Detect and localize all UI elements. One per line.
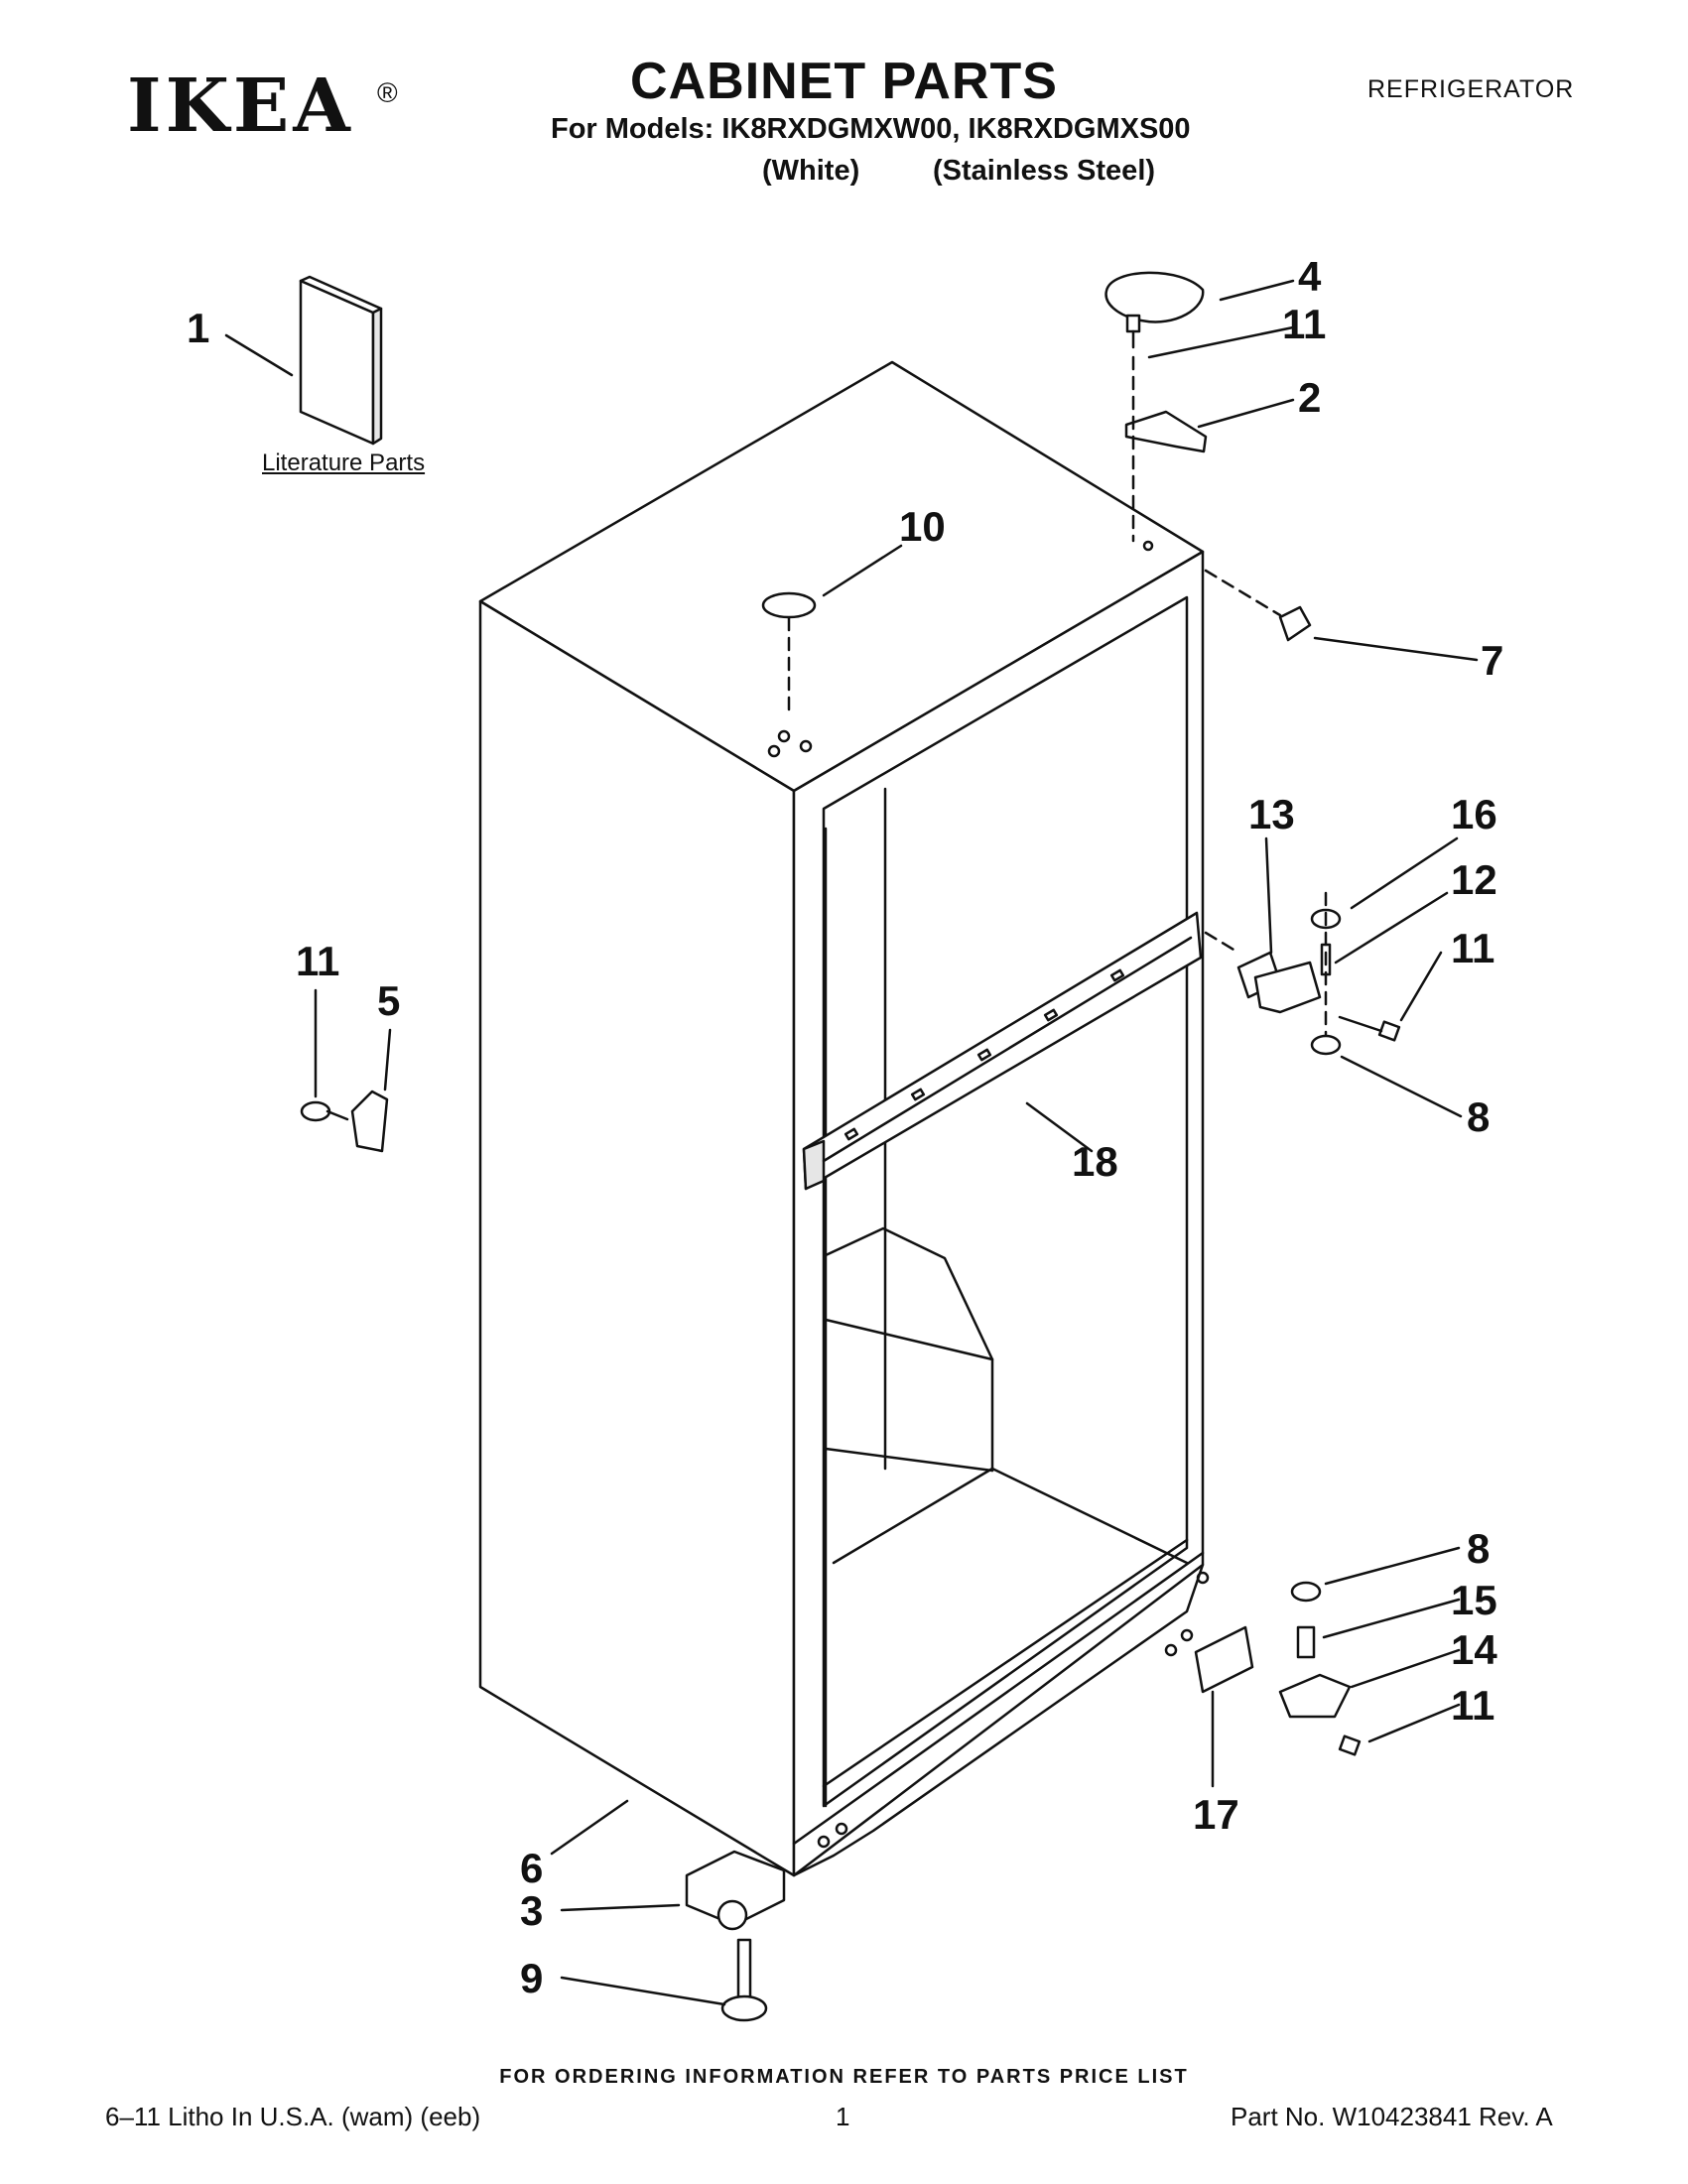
literature-parts-label: Literature Parts: [262, 450, 426, 476]
callout-7: 7: [1481, 637, 1504, 684]
callout-10: 10: [899, 503, 946, 550]
callout-6: 6: [520, 1845, 544, 1891]
top-hinge-screw: [1125, 314, 1141, 349]
leveling-leg: [720, 1938, 768, 2022]
variant-stainless: (Stainless Steel): [933, 155, 1156, 187]
callout-11-lower: 11: [1451, 1682, 1495, 1729]
lower-hinge-assembly: [1194, 1581, 1362, 1756]
callout-8-upper: 8: [1467, 1093, 1491, 1140]
leader-lines: [224, 279, 1479, 2006]
appliance-category: REFRIGERATOR: [1367, 75, 1575, 103]
callout-4: 4: [1298, 253, 1322, 300]
callout-5: 5: [377, 977, 401, 1024]
roller-assembly: [685, 1850, 786, 1931]
callout-13: 13: [1248, 791, 1295, 837]
door-stop: [1278, 605, 1312, 642]
callout-1: 1: [187, 305, 210, 351]
ikea-logo: IKEA: [127, 64, 354, 149]
callout-3: 3: [520, 1887, 544, 1934]
center-rail: [802, 911, 1203, 1191]
callout-11-middle: 11: [1451, 925, 1495, 971]
callout-11-top: 11: [1282, 301, 1327, 347]
hinge-cap: [1104, 271, 1205, 323]
callout-15: 15: [1451, 1577, 1497, 1623]
top-hinge: [1124, 410, 1208, 453]
callout-9: 9: [520, 1955, 544, 2001]
registered-mark: ®: [377, 77, 398, 108]
variant-white: (White): [762, 155, 860, 187]
callout-11-left: 11: [296, 938, 340, 984]
callout-14: 14: [1451, 1626, 1497, 1673]
litho-info: 6–11 Litho In U.S.A. (wam) (eeb): [105, 2102, 481, 2131]
callout-12: 12: [1451, 856, 1497, 903]
middle-hinge-assembly: [1204, 891, 1401, 1056]
shim-guide: [1204, 569, 1282, 617]
page-title: CABINET PARTS: [630, 53, 1058, 110]
plug-button: [761, 591, 817, 716]
callout-8-lower: 8: [1467, 1525, 1491, 1572]
callout-2: 2: [1298, 374, 1322, 421]
callout-16: 16: [1451, 791, 1497, 837]
ordering-note: FOR ORDERING INFORMATION REFER TO PARTS …: [499, 2066, 1189, 2088]
literature-booklet: [299, 275, 383, 446]
callout-18: 18: [1072, 1138, 1118, 1185]
refrigerator-cabinet: [478, 360, 1210, 1877]
part-number: Part No. W10423841 Rev. A: [1231, 2102, 1553, 2131]
side-clip-assembly: [300, 1090, 389, 1153]
models-line: For Models: IK8RXDGMXW00, IK8RXDGMXS00: [551, 113, 1191, 145]
page-number: 1: [836, 2102, 850, 2131]
callout-17: 17: [1193, 1791, 1239, 1838]
